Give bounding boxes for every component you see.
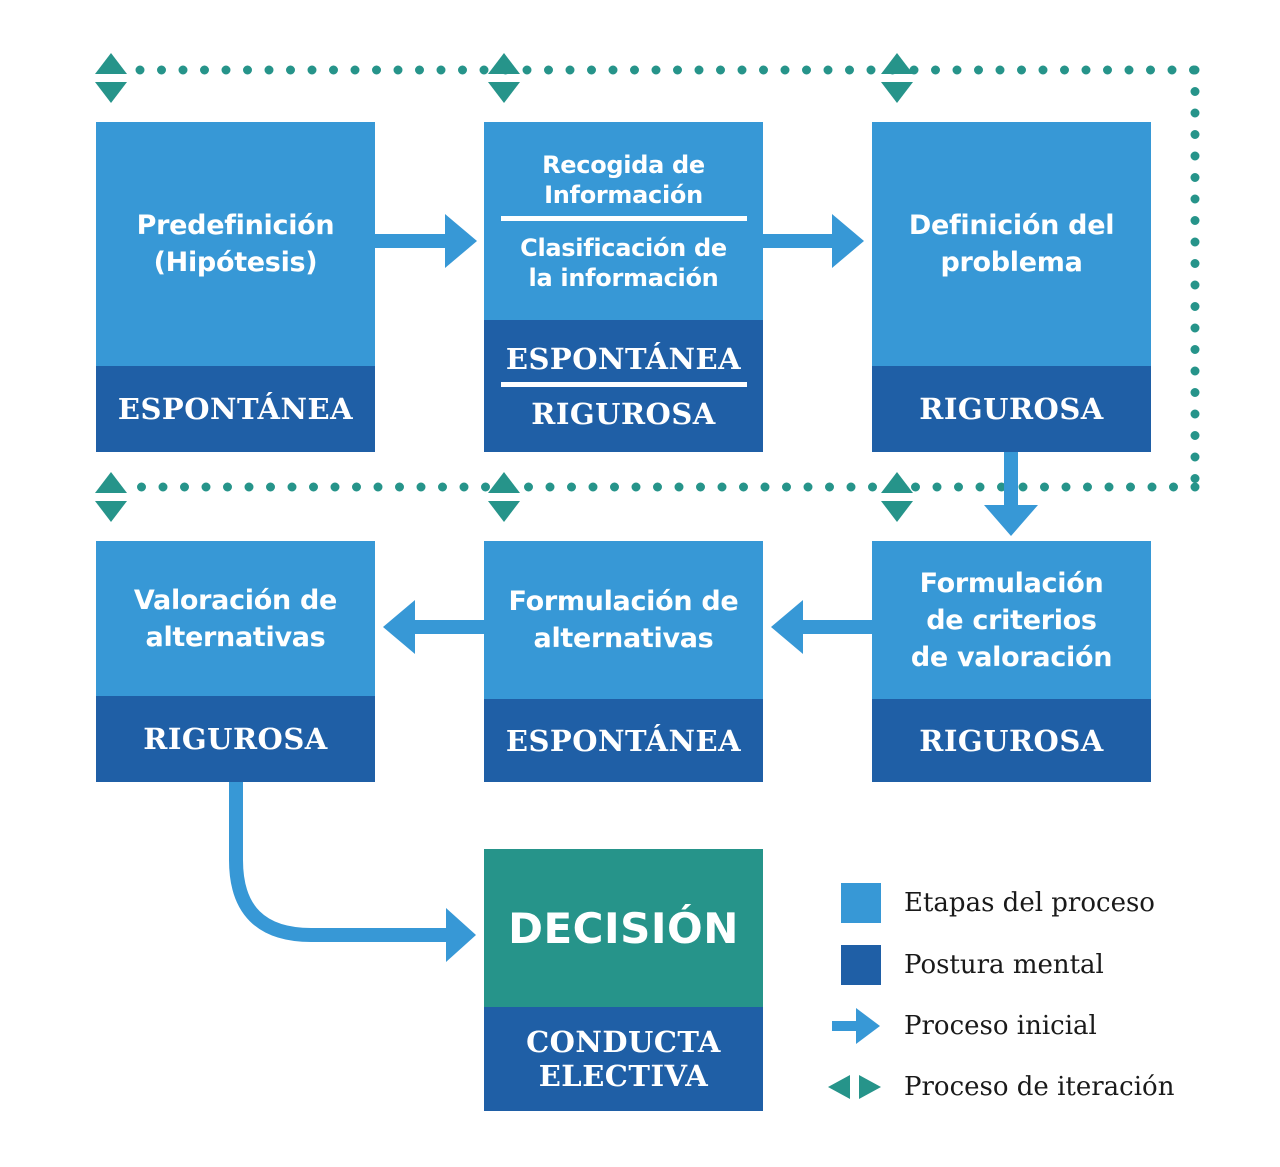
posture-label: ESPONTÁNEA (505, 723, 742, 758)
box-criterios: Formulación de criterios de valoración R… (872, 541, 1151, 782)
iteration-marker-6-up-icon (881, 472, 913, 493)
stage-predefinicion: Predefinición (Hipótesis) (96, 122, 375, 366)
stage-recogida: Recogida de Información Clasificación de… (484, 122, 763, 320)
posture-label: ESPONTÁNEA (117, 392, 354, 426)
iteration-marker-3-down-icon (881, 82, 913, 103)
arrow-criterios-formulacion-head (771, 600, 803, 654)
posture-definicion: RIGUROSA (872, 366, 1151, 452)
iteration-marker-1-up-icon (95, 53, 127, 74)
iteration-marker-1-down-icon (95, 82, 127, 103)
posture-swatch (841, 945, 881, 985)
posture-label: RIGUROSA (919, 392, 1104, 426)
posture-formulacion-alternativas: ESPONTÁNEA (484, 699, 763, 782)
arrow-recogida-definicion-shaft (763, 234, 834, 248)
divider (500, 215, 747, 221)
iteration-marker-5-down-icon (488, 501, 520, 522)
stage-label: Valoración de alternativas (133, 584, 338, 653)
decision-stage: DECISIÓN (484, 849, 763, 1007)
box-formulacion-alternativas: Formulación de alternativas ESPONTÁNEA (484, 541, 763, 782)
legend-item-posture: Postura mental (826, 945, 1104, 985)
box-recogida: Recogida de Información Clasificación de… (484, 122, 763, 452)
arrow-predefinicion-recogida-shaft (375, 234, 447, 248)
stage-criterios: Formulación de criterios de valoración (872, 541, 1151, 699)
posture-valoracion-alternativas: RIGUROSA (96, 696, 375, 782)
arrow-definicion-criterios-shaft (1004, 452, 1018, 508)
iteration-marker-4-up-icon (95, 472, 127, 493)
stage-label: Formulación de alternativas (508, 586, 739, 654)
arrow-right-icon (832, 1008, 880, 1044)
legend-item-initial: Proceso inicial (826, 1006, 1097, 1046)
arrow-valoracion-decision-shaft (229, 782, 448, 942)
iteration-marker-2-down-icon (488, 82, 520, 103)
divider (500, 381, 747, 387)
legend-label: Etapas del proceso (904, 888, 1155, 918)
arrow-valoracion-decision-head (446, 908, 476, 962)
legend-label: Proceso inicial (904, 1011, 1097, 1041)
box-valoracion-alternativas: Valoración de alternativas RIGUROSA (96, 541, 375, 782)
arrow-criterios-formulacion-shaft (801, 620, 872, 634)
stage-label-top: Recogida de Información (542, 150, 705, 209)
arrow-recogida-definicion-head (832, 214, 864, 268)
legend-item-stage: Etapas del proceso (826, 883, 1155, 923)
box-decision: DECISIÓN CONDUCTA ELECTIVA (484, 849, 763, 1111)
legend-label: Proceso de iteración (904, 1072, 1175, 1102)
stage-label: Definición del problema (908, 210, 1115, 278)
decision-posture: CONDUCTA ELECTIVA (484, 1007, 763, 1111)
box-predefinicion: Predefinición (Hipótesis) ESPONTÁNEA (96, 122, 375, 452)
box-definicion: Definición del problema RIGUROSA (872, 122, 1151, 452)
iteration-marker-6-down-icon (881, 501, 913, 522)
stage-valoracion-alternativas: Valoración de alternativas (96, 541, 375, 696)
arrow-predefinicion-recogida-head (445, 214, 477, 268)
double-arrow-icon (828, 1075, 881, 1099)
stage-swatch (841, 883, 881, 923)
iteration-marker-2-up-icon (488, 53, 520, 74)
iteration-marker-5-up-icon (488, 472, 520, 493)
arrow-formulacion-valoracion-shaft (413, 620, 484, 634)
posture-label: RIGUROSA (143, 722, 328, 756)
decision-label: DECISIÓN (508, 903, 739, 953)
iteration-marker-4-down-icon (95, 501, 127, 522)
stage-label: Predefinición (Hipótesis) (136, 210, 335, 278)
arrow-formulacion-valoracion-head (383, 600, 415, 654)
legend-label: Postura mental (904, 950, 1104, 980)
arrow-definicion-criterios-head (984, 505, 1038, 536)
posture-criterios: RIGUROSA (872, 699, 1151, 782)
posture-label-top: ESPONTÁNEA (505, 341, 742, 376)
decision-posture-label: CONDUCTA ELECTIVA (526, 1025, 721, 1093)
posture-recogida: ESPONTÁNEA RIGUROSA (484, 320, 763, 452)
posture-label-bottom: RIGUROSA (531, 396, 716, 431)
legend-item-iteration: Proceso de iteración (826, 1067, 1174, 1107)
stage-definicion: Definición del problema (872, 122, 1151, 366)
posture-predefinicion: ESPONTÁNEA (96, 366, 375, 452)
stage-formulacion-alternativas: Formulación de alternativas (484, 541, 763, 699)
posture-label: RIGUROSA (919, 723, 1104, 758)
iteration-marker-3-up-icon (881, 53, 913, 74)
stage-label-bottom: Clasificación de la información (520, 233, 727, 292)
stage-label: Formulación de criterios de valoración (910, 567, 1113, 673)
